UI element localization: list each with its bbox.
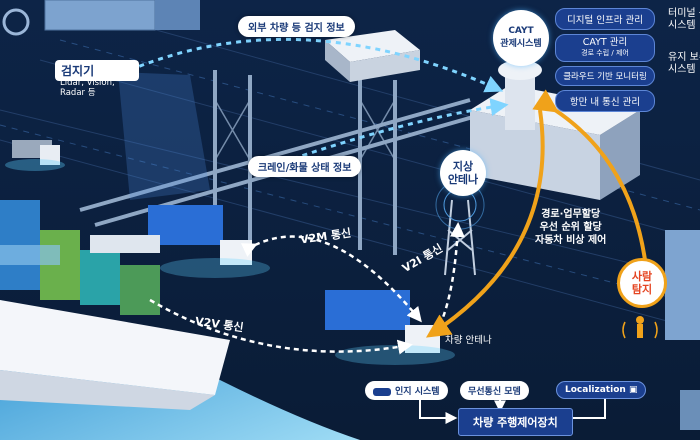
container-stack-top (44, 0, 200, 31)
localization-label: Localization (565, 385, 626, 395)
route-assignment-text: 경로·업무할당 우선 순위 할당 자동차 비상 제어 (535, 208, 606, 247)
wireless-modem-label: 무선통신 모뎀 (468, 387, 521, 397)
menu-item-sublabel: 경로 수립 / 제어 (581, 49, 629, 57)
menu-item-digital-infra[interactable]: 디지털 인프라 관리 (555, 8, 655, 30)
route-line1: 경로·업무할당 (541, 209, 601, 220)
gps-icon: ▣ (628, 385, 638, 395)
vehicle-control-unit[interactable]: 차량 주행제어장치 (458, 408, 573, 436)
cayt-line2: 관제시스템 (500, 39, 542, 49)
menu-item-label: 클라우드 기반 모니터링 (563, 72, 647, 82)
arrow-external-detection (129, 37, 504, 93)
arrow-control-orange (425, 109, 545, 338)
cayt-logo-icon (373, 387, 391, 396)
ground-antenna-bubble[interactable]: 지상 안테나 (440, 150, 486, 196)
arrow-person-orange (532, 89, 647, 261)
container-ship (0, 200, 230, 410)
menu-item-label: CAYT 관리 (582, 37, 628, 48)
truck-crane (148, 205, 270, 278)
maintenance-line2: 시스템 (668, 64, 696, 75)
recognition-system-label: 인지 시스템 (395, 387, 440, 397)
terminal-ops-text: 터미널 운영 시스템 (668, 8, 700, 32)
recognition-system-badge[interactable]: 인지 시스템 (365, 381, 448, 400)
person-figure (622, 316, 658, 339)
menu-item-label: 항만 내 통신 관리 (569, 97, 641, 108)
cayt-line1: CAYT (508, 26, 534, 36)
menu-item-port-comm[interactable]: 항만 내 통신 관리 (555, 90, 655, 112)
maintenance-line1: 유지 보수 (668, 52, 700, 63)
wireless-modem-badge[interactable]: 무선통신 모뎀 (460, 381, 529, 400)
menu-item-cloud-monitoring[interactable]: 클라우드 기반 모니터링 (555, 66, 655, 86)
label-external-detection: 외부 차량 등 검지 정보 (238, 16, 355, 37)
truck-left (5, 140, 65, 171)
label-crane-info: 크레인/화물 상태 정보 (248, 156, 362, 177)
maintenance-text: 유지 보수 시스템 (668, 52, 700, 76)
route-line2: 우선 순위 할당 (539, 222, 602, 233)
person-line2: 탐지 (631, 283, 653, 296)
arrow-crane-info (254, 98, 509, 174)
localization-badge[interactable]: Localization ▣ (556, 381, 647, 399)
arrow-v2m (240, 235, 422, 323)
menu-item-label: 디지털 인프라 관리 (567, 15, 643, 26)
person-detection-bubble[interactable]: 사람 탐지 (617, 258, 667, 308)
cayt-control-system-bubble[interactable]: CAYT 관제시스템 (493, 10, 549, 66)
label-vehicle-antenna: 차량 안테나 (445, 335, 492, 346)
person-line1: 사람 (631, 270, 653, 283)
ground-antenna-line2: 안테나 (447, 173, 479, 186)
detector-subtitle: Lidar, Vision, Radar 등 (60, 78, 115, 98)
route-line3: 자동차 비상 제어 (535, 235, 607, 246)
detector-title: 검지기 (61, 64, 95, 78)
detector-callout: 검지기 (55, 60, 139, 81)
terminal-ops-line2: 시스템 (668, 20, 696, 31)
terminal-ops-line1: 터미널 운영 (668, 8, 700, 19)
ground-antenna-line1: 지상 (452, 160, 474, 173)
